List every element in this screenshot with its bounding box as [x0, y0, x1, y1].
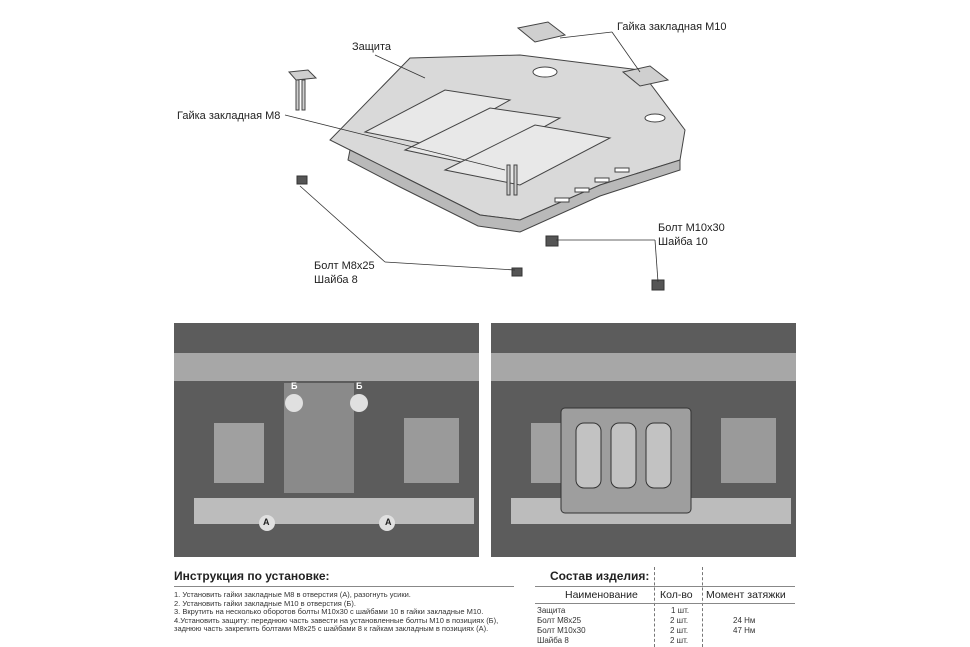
instruction-step: 2. Установить гайки закладные М10 в отве… — [174, 598, 356, 608]
composition-divider-header — [535, 603, 795, 604]
instructions-title: Инструкция по установке: — [174, 569, 330, 583]
row-torque: 24 Нм — [733, 616, 756, 625]
row-torque: 47 Нм — [733, 626, 756, 635]
leader-lines — [284, 31, 659, 283]
instruction-step: 4.Установить защиту: переднюю часть заве… — [174, 615, 499, 634]
row-qty: 2 шт. — [670, 636, 689, 645]
row-qty: 2 шт. — [670, 626, 689, 635]
col-divider-2 — [702, 567, 703, 647]
col-header-qty: Кол-во — [660, 589, 693, 601]
col-divider-1 — [654, 567, 655, 647]
row-name: Шайба 8 — [537, 636, 569, 645]
mark-b-left: Б — [291, 381, 298, 391]
nut-m8-left — [287, 69, 518, 196]
composition-title: Состав изделия: — [550, 569, 650, 583]
nut-m10-top — [516, 21, 670, 87]
label-bolt-m10: Болт М10х30 — [658, 222, 725, 234]
label-washer-10: Шайба 10 — [658, 236, 708, 248]
composition-divider-top — [535, 586, 795, 587]
label-nut-m8: Гайка закладная М8 — [177, 110, 281, 122]
col-header-torque: Момент затяжки — [706, 589, 786, 601]
label-nut-m10: Гайка закладная М10 — [617, 21, 727, 33]
instructions-list: 1. Установить гайки закладные М8 в отвер… — [174, 590, 514, 634]
guard-plate — [329, 54, 686, 233]
photo-before-install: Б Б А А — [174, 323, 479, 557]
installed-guard — [560, 407, 692, 514]
bolts — [296, 175, 665, 291]
exploded-diagram — [284, 21, 686, 291]
instruction-step: 3. Вкрутить на несколько оборотов болты … — [174, 607, 484, 617]
label-washer-8: Шайба 8 — [314, 274, 358, 286]
row-name: Болт М10х30 — [537, 626, 586, 635]
row-name: Болт М8х25 — [537, 616, 582, 625]
instructions-divider — [174, 586, 514, 587]
mark-a-right: А — [385, 517, 392, 527]
row-qty: 1 шт. — [671, 606, 690, 615]
row-name: Защита — [537, 606, 566, 615]
label-bolt-m8: Болт М8х25 — [314, 260, 375, 272]
instruction-step: 1. Установить гайки закладные М8 в отвер… — [174, 590, 411, 599]
mark-a-left: А — [263, 517, 270, 527]
label-guard: Защита — [352, 41, 391, 53]
row-qty: 2 шт. — [670, 616, 689, 625]
photo-after-install — [491, 323, 796, 557]
mark-b-right: Б — [356, 381, 363, 391]
col-header-name: Наименование — [565, 589, 638, 601]
